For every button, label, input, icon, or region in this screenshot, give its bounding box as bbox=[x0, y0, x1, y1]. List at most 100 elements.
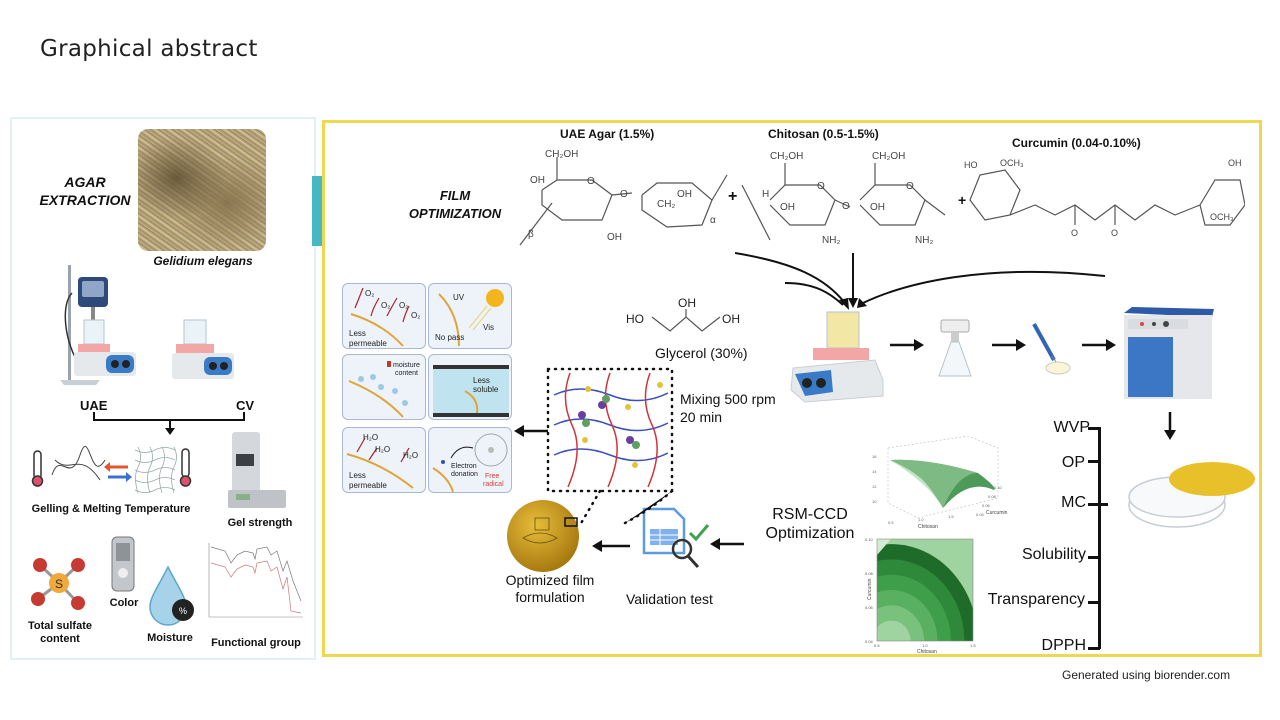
property-op: OP bbox=[1061, 454, 1085, 471]
rsm-line-1: RSM-CCD bbox=[772, 506, 848, 523]
validation-document-icon bbox=[642, 507, 710, 569]
moisture-label: Moisture bbox=[147, 632, 193, 644]
less-label: Less bbox=[349, 329, 366, 338]
oxygen-barrier-icon: O₂ O₂ O₂ O₂ Less permeable bbox=[349, 287, 420, 348]
contour-y-tick: 0.04 bbox=[865, 639, 874, 644]
surface-z-tick: 12 bbox=[872, 484, 877, 489]
contour-x-tick: 1.0 bbox=[922, 643, 928, 648]
ftir-series-uae bbox=[210, 546, 302, 602]
no-pass-label: No pass bbox=[435, 333, 464, 342]
permeable-label: permeable bbox=[349, 339, 387, 348]
surface-x-label: Chitosan bbox=[918, 524, 938, 528]
agar-o-2: O bbox=[620, 189, 628, 200]
free-radical-scavenging-icon: Electron donation Free radical bbox=[432, 433, 508, 492]
o2-label: O₂ bbox=[381, 301, 390, 310]
glycerol-oh-1: OH bbox=[678, 296, 696, 310]
water-tank-icon: Less soluble bbox=[433, 365, 509, 417]
moisture-label: moisture bbox=[393, 362, 420, 369]
agar-beta: β bbox=[528, 229, 534, 240]
checkmark-icon bbox=[688, 524, 710, 542]
contour-corner bbox=[877, 539, 891, 555]
ingredient-arrows bbox=[735, 252, 1106, 310]
curcumin-o-1: O bbox=[1071, 228, 1078, 238]
radical-label: radical bbox=[483, 481, 504, 488]
mixing-line-2: 20 min bbox=[680, 409, 723, 425]
validation-test-label: Validation test bbox=[626, 591, 713, 607]
method-uae-label: UAE bbox=[80, 398, 108, 413]
chitosan-oh-1: OH bbox=[780, 202, 795, 213]
contour-level bbox=[877, 620, 911, 641]
step-arrow-3 bbox=[1082, 339, 1116, 351]
colorimeter-icon bbox=[111, 536, 135, 592]
property-card-uv: UV Vis No pass bbox=[428, 283, 512, 349]
gelidium-photo bbox=[138, 129, 266, 251]
glycerol-label: Glycerol (30%) bbox=[655, 345, 748, 361]
chitosan-nh2-2: NH₂ bbox=[915, 235, 933, 246]
surface-z-tick: 16 bbox=[872, 454, 877, 459]
heading-line-1: AGAR bbox=[64, 174, 106, 190]
surface-x-tick: 0.5 bbox=[888, 520, 894, 525]
curcumin-structure-icon: HO OCH₃ O O OH OCH₃ bbox=[964, 158, 1245, 238]
o2-label: O₂ bbox=[399, 301, 408, 310]
chitosan-o-1: O bbox=[817, 181, 825, 192]
magnifier-icon bbox=[671, 538, 693, 560]
optimized-film-disc-icon bbox=[507, 500, 579, 572]
h2o-label: H₂O bbox=[363, 433, 378, 442]
mixing-line-1: Mixing 500 rpm bbox=[680, 391, 776, 407]
surface-y-label: Curcumin bbox=[986, 510, 1008, 516]
chitosan-oh-2: OH bbox=[870, 202, 885, 213]
permeable-label: permeable bbox=[349, 481, 387, 490]
heading-line-1: FILM bbox=[439, 188, 471, 203]
functional-group-label: Functional group bbox=[211, 637, 301, 649]
glycerol-oh-2: OH bbox=[722, 312, 740, 326]
chitosan-o-3: O bbox=[906, 181, 914, 192]
agar-o-1: O bbox=[587, 176, 595, 187]
less-label: Less bbox=[473, 376, 490, 385]
water-vapor-barrier-icon: H₂O H₂O H₂O Less permeable bbox=[346, 433, 418, 490]
curcumin-ho: HO bbox=[964, 160, 978, 170]
free-label: Free bbox=[485, 473, 500, 480]
h2o-label: H₂O bbox=[375, 445, 390, 454]
property-card-water-vapor: H₂O H₂O H₂O Less permeable bbox=[342, 427, 426, 493]
glycerol-molecules bbox=[582, 382, 663, 468]
curcumin-o-2: O bbox=[1111, 228, 1118, 238]
contour-x-tick: 0.5 bbox=[874, 643, 880, 648]
ultrasonic-homogenizer-icon bbox=[60, 265, 136, 385]
contour-y-tick: 0.06 bbox=[865, 605, 874, 610]
moisture-drop-icon: % bbox=[149, 565, 194, 626]
ftir-spectrum-chart bbox=[208, 543, 303, 618]
glycerol-ho: HO bbox=[626, 312, 644, 326]
heading-line-2: EXTRACTION bbox=[39, 192, 131, 208]
o2-label: O₂ bbox=[411, 311, 420, 320]
property-card-oxygen: O₂ O₂ O₂ O₂ Less permeable bbox=[342, 283, 426, 349]
agar-oh-1: OH bbox=[530, 175, 545, 186]
sulfate-line-2: content bbox=[40, 633, 80, 645]
agar-oh-2: OH bbox=[607, 232, 622, 243]
plus-sign-1: + bbox=[728, 188, 738, 205]
gel-network-icon bbox=[31, 446, 192, 494]
soluble-label: soluble bbox=[473, 385, 499, 394]
property-card-moisture: moisture content bbox=[342, 354, 426, 420]
surface-frame bbox=[887, 435, 999, 519]
property-mc: MC bbox=[1061, 494, 1086, 511]
footer-credit: Generated using biorender.com bbox=[1062, 668, 1231, 682]
plus-sign-2: + bbox=[958, 192, 967, 208]
surface-z-tick: 10 bbox=[872, 499, 877, 504]
property-transparency: Transparency bbox=[987, 591, 1085, 608]
hotplate-stirrer-icon bbox=[172, 319, 234, 379]
glycerol-structure-icon: HO OH OH bbox=[626, 296, 740, 332]
contour-y-tick: 0.08 bbox=[865, 571, 874, 576]
positive-charges bbox=[578, 401, 634, 444]
contour-x-tick: 1.5 bbox=[970, 643, 976, 648]
film-optimization-heading: FILM OPTIMIZATION bbox=[396, 187, 514, 223]
contour-x-label: Chitosan bbox=[917, 649, 937, 655]
texture-analyzer-icon bbox=[228, 432, 286, 508]
gel-strength-label: Gel strength bbox=[227, 517, 293, 529]
surface-z-tick: 14 bbox=[872, 469, 877, 474]
h2o-label: H₂O bbox=[403, 451, 418, 460]
agar-extraction-heading: AGAR EXTRACTION bbox=[30, 173, 140, 209]
bracket-tick bbox=[1088, 556, 1100, 559]
surface-y-tick: 0.10 bbox=[994, 485, 1003, 490]
